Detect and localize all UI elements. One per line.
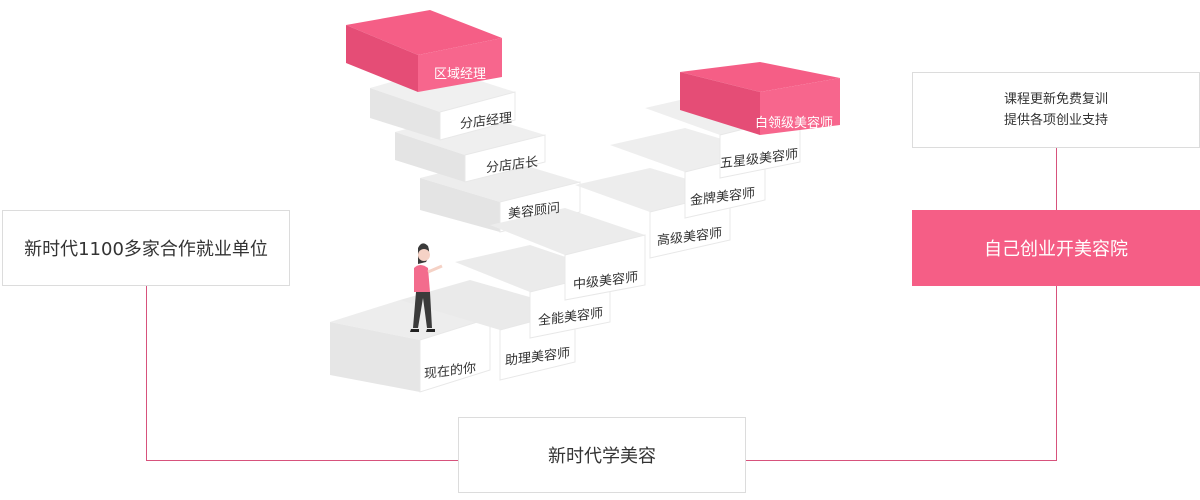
support-line-retraining: 课程更新免费复训 (1003, 92, 1108, 107)
stair-top-label-regional-manager: 区域经理 (434, 67, 487, 82)
left-employers-label: 新时代1100多家合作就业单位 (24, 239, 268, 260)
right-startup-label: 自己创业开美容院 (984, 239, 1128, 260)
connector-left-horizontal (146, 460, 458, 461)
support-line-startup-support: 提供各项创业支持 (1003, 113, 1108, 128)
connector-right-horizontal (746, 460, 1057, 461)
right-staircase (400, 62, 840, 381)
right-startup-box: 自己创业开美容院 (912, 210, 1200, 286)
connector-left-vertical (146, 286, 147, 461)
right-support-box: 课程更新免费复训 提供各项创业支持 (912, 72, 1200, 148)
stair-top-label-white-collar: 白领级美容师 (755, 116, 834, 131)
left-employers-box: 新时代1100多家合作就业单位 (2, 210, 290, 286)
woman-figure-icon (410, 243, 443, 332)
bottom-school-label: 新时代学美容 (548, 446, 656, 467)
left-staircase (330, 10, 581, 393)
connector-right-vertical-upper (1056, 148, 1057, 210)
connector-right-vertical-lower (1056, 286, 1057, 461)
bottom-school-box: 新时代学美容 (458, 417, 746, 493)
